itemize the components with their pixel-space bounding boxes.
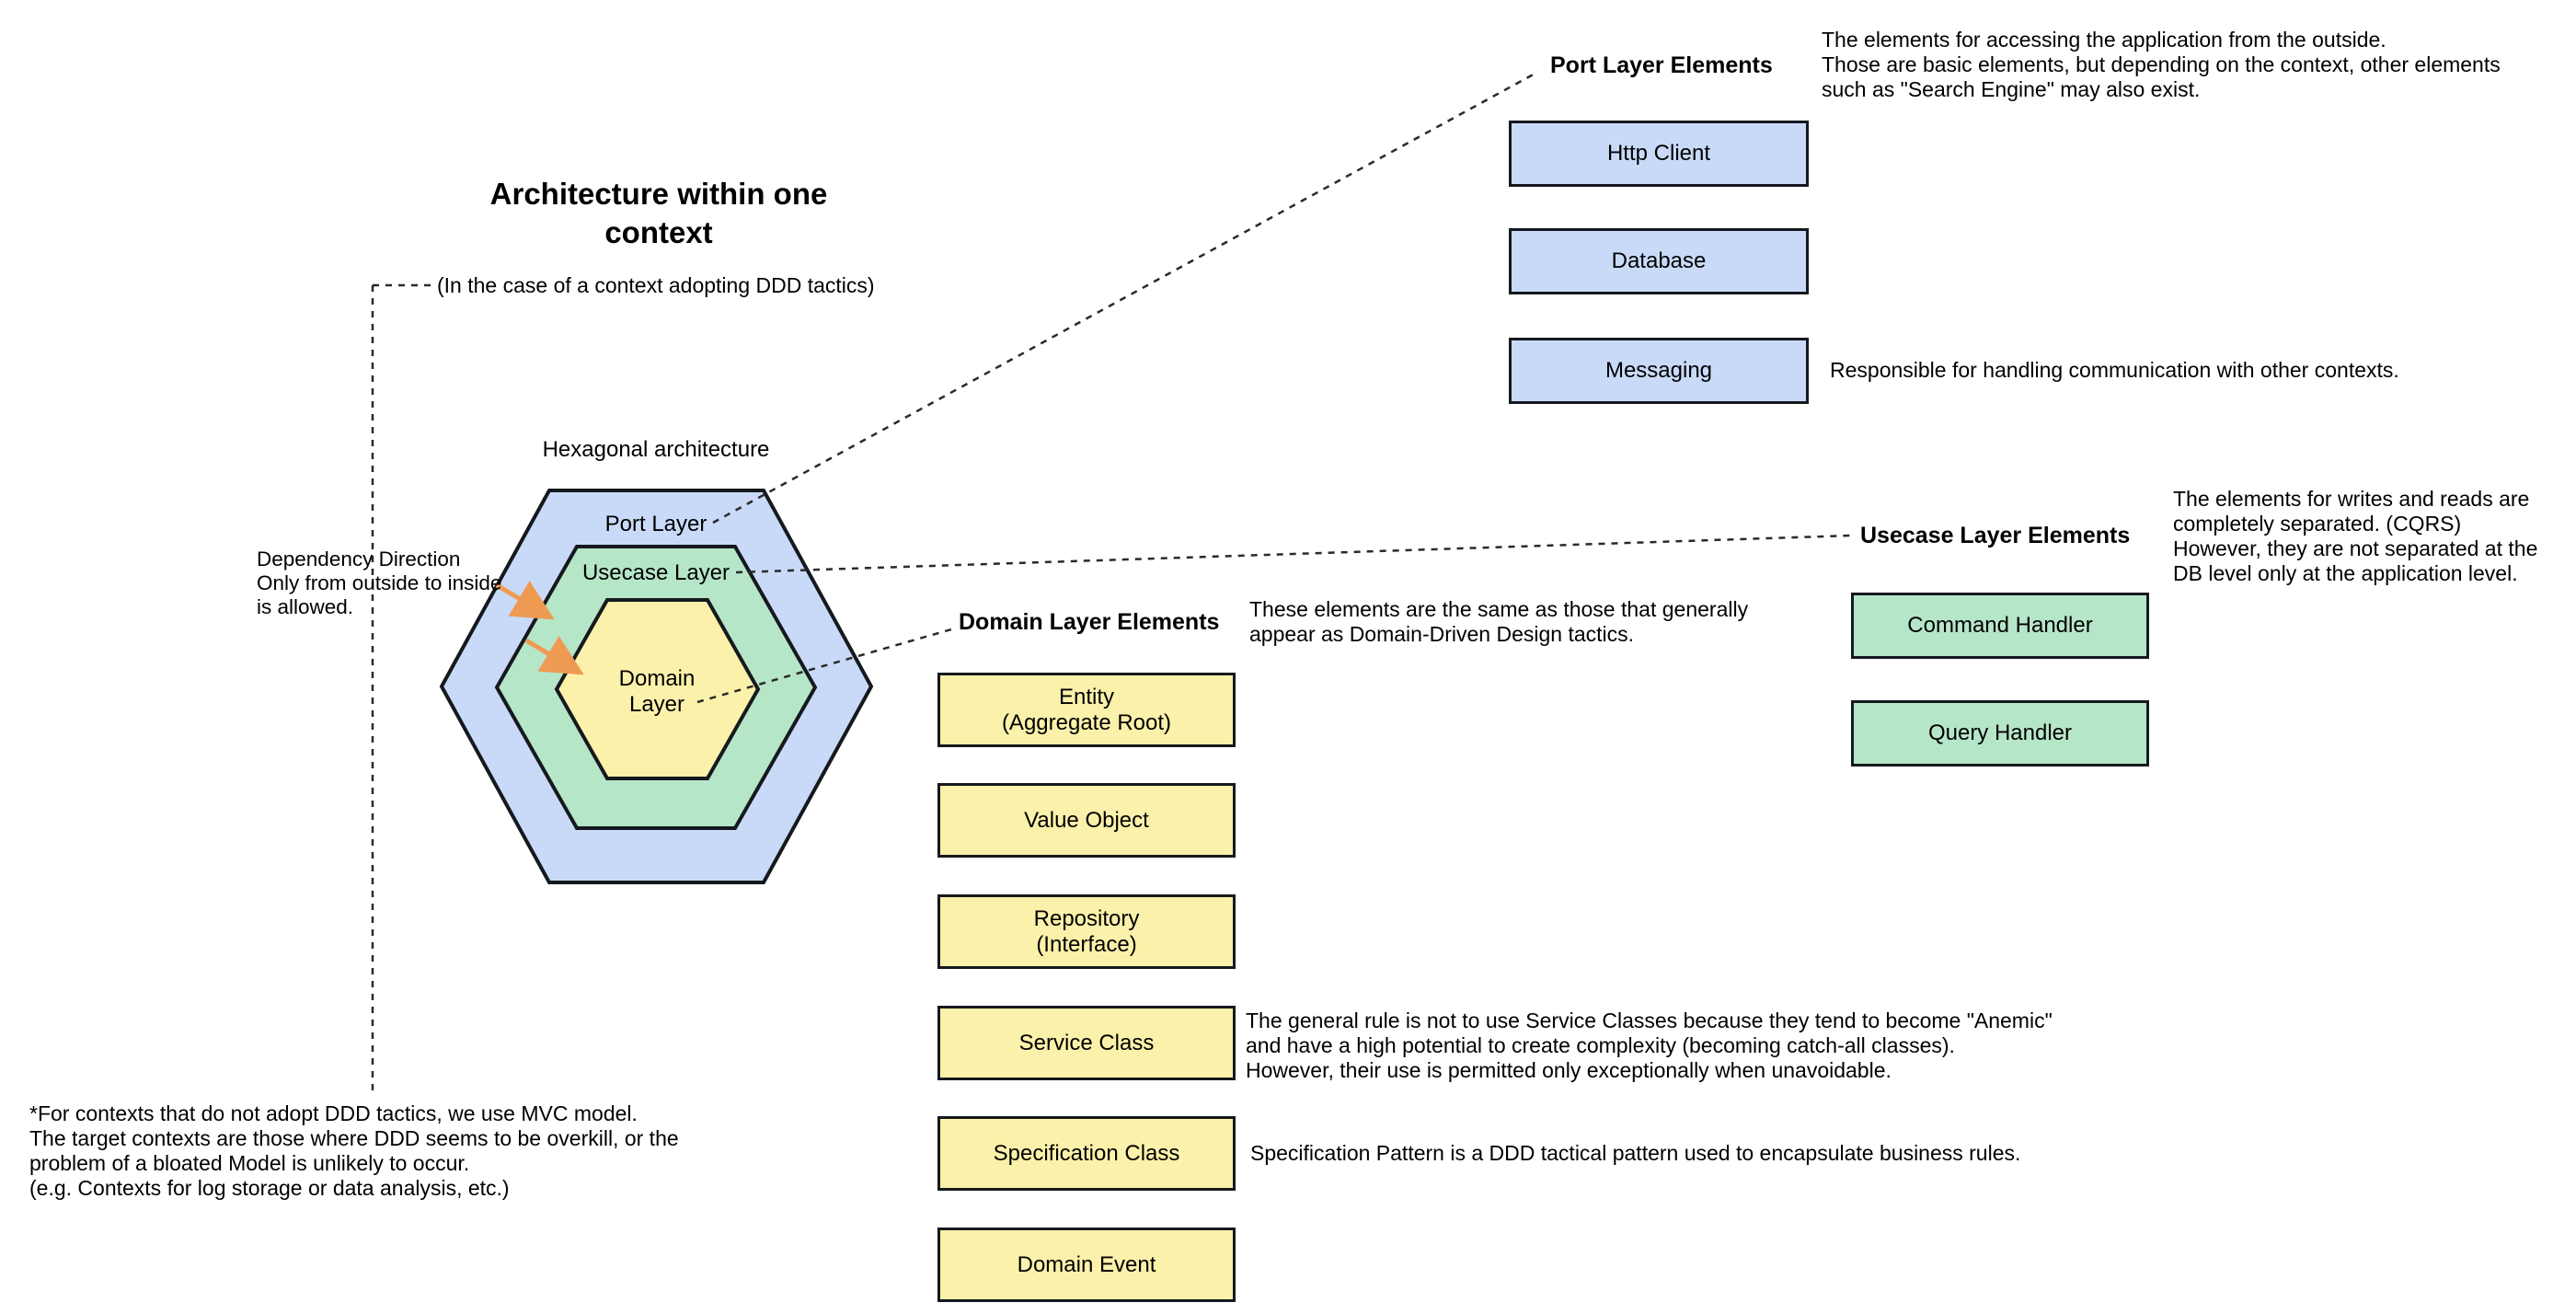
- port-layer-dash: [712, 70, 1539, 524]
- command-handler-box: Command Handler: [1851, 593, 2149, 659]
- page-title: Architecture within one context: [420, 175, 898, 252]
- specification-class-note: Specification Pattern is a DDD tactical …: [1250, 1141, 2021, 1165]
- specification-class-label: Specification Class: [993, 1140, 1180, 1166]
- service-class-box: Service Class: [937, 1006, 1236, 1080]
- query-handler-label: Query Handler: [1927, 720, 2073, 745]
- http-client-box: Http Client: [1509, 121, 1809, 187]
- service-note-line1: The general rule is not to use Service C…: [1246, 1009, 2053, 1032]
- entity-label-line2: (Aggregate Root): [1001, 709, 1172, 735]
- http-client-label: Http Client: [1606, 141, 1711, 166]
- usecase-layer-elements-description: The elements for writes and reads are co…: [2173, 487, 2537, 586]
- query-handler-box: Query Handler: [1851, 700, 2149, 766]
- entity-box: Entity (Aggregate Root): [937, 673, 1236, 747]
- messaging-note: Responsible for handling communication w…: [1830, 358, 2399, 382]
- footnote-line1: *For contexts that do not adopt DDD tact…: [29, 1101, 638, 1125]
- footnote-line2: The target contexts are those where DDD …: [29, 1126, 679, 1150]
- port-desc-line1: The elements for accessing the applicati…: [1822, 28, 2386, 52]
- command-handler-label: Command Handler: [1907, 613, 2093, 638]
- footnote-line4: (e.g. Contexts for log storage or data a…: [29, 1176, 510, 1200]
- service-note-line3: However, their use is permitted only exc…: [1246, 1058, 1892, 1082]
- dependency-direction-arrows: [495, 581, 584, 675]
- dependency-arrow-outer-icon: [495, 581, 555, 620]
- entity-label-line1: Entity: [1058, 684, 1115, 709]
- mvc-footnote: *For contexts that do not adopt DDD tact…: [29, 1101, 679, 1201]
- dependency-note-line1: Dependency Direction: [257, 548, 461, 571]
- page-title-line1: Architecture within one: [489, 177, 828, 211]
- usecase-desc-line2: completely separated. (CQRS): [2173, 512, 2462, 536]
- domain-event-box: Domain Event: [937, 1228, 1236, 1302]
- usecase-layer-dash: [735, 534, 1852, 574]
- usecase-desc-line4: DB level only at the application level.: [2173, 561, 2518, 585]
- domain-layer-label-line1: Domain: [618, 666, 696, 691]
- port-layer-label: Port Layer: [604, 512, 707, 536]
- specification-class-box: Specification Class: [937, 1116, 1236, 1191]
- domain-layer-elements-description: These elements are the same as those tha…: [1249, 597, 1748, 647]
- value-object-label: Value Object: [1024, 807, 1149, 833]
- dependency-arrow-inner-icon: [524, 636, 584, 675]
- port-layer-elements-description: The elements for accessing the applicati…: [1822, 28, 2501, 102]
- domain-layer-dash: [696, 628, 952, 704]
- messaging-box: Messaging: [1509, 338, 1809, 404]
- messaging-label: Messaging: [1604, 358, 1713, 383]
- usecase-desc-line3: However, they are not separated at the: [2173, 536, 2538, 560]
- usecase-layer-elements-header: Usecase Layer Elements: [1860, 523, 2131, 548]
- domain-desc-line1: These elements are the same as those tha…: [1249, 597, 1749, 621]
- usecase-layer-label: Usecase Layer: [581, 560, 730, 585]
- repository-label-line1: Repository: [1033, 905, 1140, 931]
- repository-box: Repository (Interface): [937, 894, 1236, 969]
- database-box: Database: [1509, 228, 1809, 294]
- domain-layer-label: Domain Layer: [519, 666, 795, 718]
- service-class-note: The general rule is not to use Service C…: [1246, 1009, 2053, 1083]
- repository-label-line2: (Interface): [1036, 931, 1137, 957]
- page-subtitle: (In the case of a context adopting DDD t…: [437, 273, 875, 297]
- footnote-line3: problem of a bloated Model is unlikely t…: [29, 1151, 470, 1175]
- port-desc-line3: such as "Search Engine" may also exist.: [1822, 77, 2201, 101]
- domain-desc-line2: appear as Domain-Driven Design tactics.: [1249, 622, 1635, 646]
- domain-layer-hexagon: [554, 598, 761, 780]
- dependency-note-line2: Only from outside to inside: [257, 571, 502, 594]
- value-object-box: Value Object: [937, 783, 1236, 858]
- database-label: Database: [1611, 248, 1707, 273]
- port-desc-line2: Those are basic elements, but depending …: [1822, 52, 2501, 76]
- service-note-line2: and have a high potential to create comp…: [1246, 1033, 1955, 1057]
- hexagonal-architecture-caption: Hexagonal architecture: [542, 437, 770, 462]
- dependency-direction-note: Dependency Direction Only from outside t…: [257, 548, 501, 619]
- dependency-note-line3: is allowed.: [257, 595, 354, 618]
- domain-layer-elements-header: Domain Layer Elements: [959, 609, 1220, 635]
- domain-layer-label-line2: Layer: [628, 692, 685, 717]
- dashed-connectors: [371, 70, 1852, 1090]
- page-title-line2: context: [604, 215, 713, 249]
- domain-event-label: Domain Event: [1017, 1251, 1156, 1277]
- usecase-desc-line1: The elements for writes and reads are: [2173, 487, 2530, 511]
- service-class-label: Service Class: [1018, 1030, 1155, 1055]
- port-layer-elements-header: Port Layer Elements: [1550, 52, 1773, 78]
